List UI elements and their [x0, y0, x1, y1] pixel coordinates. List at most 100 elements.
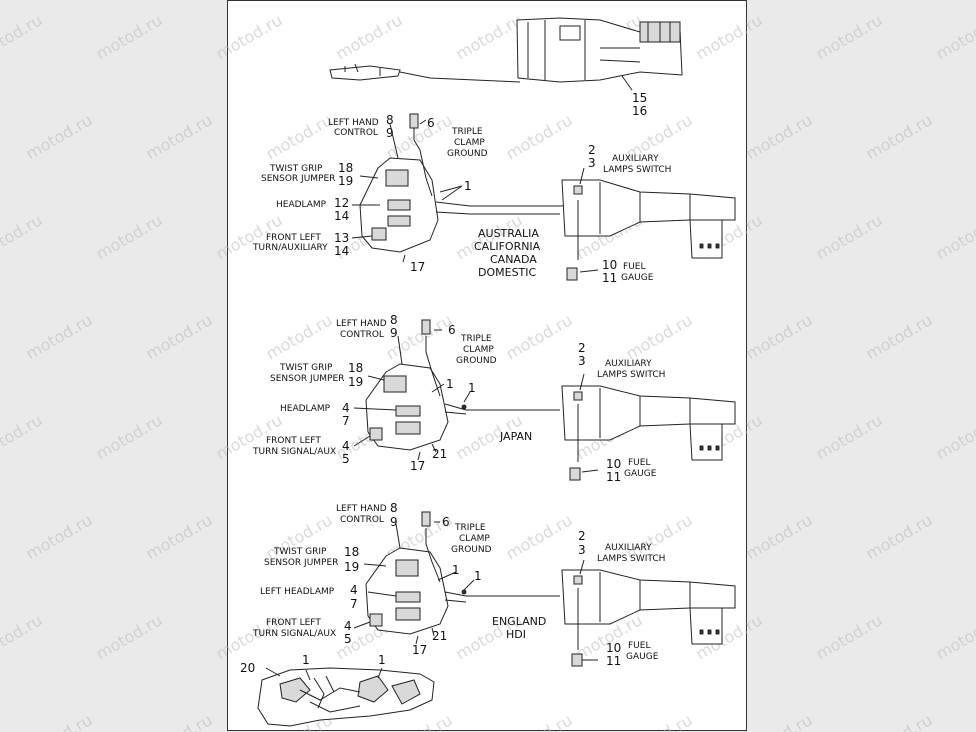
watermark-text: motod.ru — [503, 110, 576, 163]
callout-14a: 14 — [334, 209, 349, 223]
callout-6: 6 — [448, 323, 456, 337]
lhc-label-line2: CONTROL — [334, 128, 378, 138]
watermark-text: motod.ru — [933, 10, 976, 63]
fuel-label-line1: FUEL — [628, 641, 650, 651]
watermark-text: motod.ru — [693, 10, 766, 63]
headlamp-label: LEFT HEADLAMP — [260, 587, 335, 597]
callout-7: 7 — [342, 414, 350, 428]
headlamp-label: HEADLAMP — [276, 200, 327, 210]
callout-19: 19 — [344, 560, 359, 574]
callout-1b: 1 — [378, 653, 386, 667]
callout-15: 15 — [632, 91, 647, 105]
fuel-label-line2: GAUGE — [626, 652, 659, 662]
callout-3: 3 — [588, 156, 596, 170]
callout-4a: 4 — [342, 401, 350, 415]
aux-label-line2: LAMPS SWITCH — [603, 165, 671, 175]
callout-2: 2 — [578, 529, 586, 543]
watermark-layer: motod.ru motod.ru motod.ru motod.ru motod.ru… — [0, 10, 976, 732]
watermark-text: motod.ru — [143, 310, 216, 363]
watermark-text: motod.ru — [623, 710, 696, 732]
watermark-text: motod.ru — [933, 410, 976, 463]
twist-label-line2: SENSOR JUMPER — [261, 174, 335, 184]
lhc-label-line1: LEFT HAND — [336, 504, 387, 514]
callout-11: 11 — [602, 271, 617, 285]
twist-label-line2: SENSOR JUMPER — [264, 558, 338, 568]
panel-australia-california-canada-domestic: LEFT HAND CONTROL 8 9 6 TRIPLE CLAMP GRO… — [252, 113, 736, 285]
twist-label-line2: SENSOR JUMPER — [270, 374, 344, 384]
front-label-line2: TURN SIGNAL/AUX — [252, 629, 336, 639]
region-line1: JAPAN — [499, 430, 532, 443]
triple-label-line3: GROUND — [456, 356, 497, 366]
callout-5: 5 — [344, 632, 352, 646]
region-line2: CALIFORNIA — [474, 240, 541, 253]
callout-3: 3 — [578, 354, 586, 368]
region-line1: AUSTRALIA — [478, 227, 539, 240]
region-line2: HDI — [506, 628, 526, 641]
callout-4a: 4 — [350, 583, 358, 597]
watermark-text: motod.ru — [0, 10, 46, 63]
callout-9: 9 — [386, 126, 394, 140]
callout-1b: 1 — [474, 569, 482, 583]
watermark-text: motod.ru — [813, 210, 886, 263]
region-line1: ENGLAND — [492, 615, 546, 628]
callout-1a: 1 — [452, 563, 460, 577]
watermark-text: motod.ru — [23, 310, 96, 363]
lhc-label-line1: LEFT HAND — [328, 118, 379, 128]
watermark-text: motod.ru — [743, 110, 816, 163]
watermark-text: motod.ru — [933, 210, 976, 263]
front-label-line1: FRONT LEFT — [266, 618, 321, 628]
triple-label-line2: CLAMP — [459, 534, 490, 544]
lhc-label-line2: CONTROL — [340, 515, 384, 525]
watermark-text: motod.ru — [743, 310, 816, 363]
watermark-text: motod.ru — [813, 610, 886, 663]
callout-20: 20 — [240, 661, 255, 675]
aux-label-line1: AUXILIARY — [605, 543, 652, 553]
watermark-text: motod.ru — [933, 610, 976, 663]
front-label-line2: TURN/AUXILIARY — [252, 243, 328, 253]
triple-label-line3: GROUND — [447, 149, 488, 159]
watermark-text: motod.ru — [263, 110, 336, 163]
watermark-text: motod.ru — [0, 210, 46, 263]
watermark-text: motod.ru — [863, 310, 936, 363]
watermark-text: motod.ru — [93, 10, 166, 63]
headlamp-label: HEADLAMP — [280, 404, 331, 414]
aux-label-line1: AUXILIARY — [612, 154, 659, 164]
watermark-text: motod.ru — [333, 10, 406, 63]
lhc-label-line2: CONTROL — [340, 330, 384, 340]
watermark-text: motod.ru — [143, 110, 216, 163]
callout-9: 9 — [390, 515, 398, 529]
callout-17: 17 — [412, 643, 427, 657]
callout-4b: 4 — [342, 439, 350, 453]
top-harness-assembly: 15 16 — [329, 17, 683, 118]
watermark-text: motod.ru — [503, 710, 576, 732]
front-label-line2: TURN SIGNAL/AUX — [252, 447, 336, 457]
callout-10: 10 — [602, 258, 617, 272]
callout-14b: 14 — [334, 244, 349, 258]
watermark-text: motod.ru — [863, 110, 936, 163]
callout-1a: 1 — [302, 653, 310, 667]
lhc-label-line1: LEFT HAND — [336, 319, 387, 329]
callout-11: 11 — [606, 654, 621, 668]
triple-label-line1: TRIPLE — [451, 127, 483, 137]
watermark-text: motod.ru — [93, 210, 166, 263]
watermark-text: motod.ru — [143, 710, 216, 732]
triple-label-line1: TRIPLE — [460, 334, 492, 344]
twist-label-line1: TWIST GRIP — [269, 164, 323, 174]
watermark-text: motod.ru — [503, 510, 576, 563]
fuel-label-line1: FUEL — [628, 458, 650, 468]
watermark-text: motod.ru — [0, 610, 46, 663]
fuel-label-line2: GAUGE — [621, 273, 654, 283]
region-line4: DOMESTIC — [478, 266, 537, 279]
panel-japan: LEFT HAND CONTROL 8 9 6 TRIPLE CLAMP GRO… — [252, 313, 736, 484]
watermark-text: motod.ru — [503, 310, 576, 363]
aux-label-line2: LAMPS SWITCH — [597, 370, 665, 380]
callout-21: 21 — [432, 447, 447, 461]
watermark-text: motod.ru — [453, 10, 526, 63]
callout-1a: 1 — [446, 377, 454, 391]
fuel-label-line2: GAUGE — [624, 469, 657, 479]
watermark-text: motod.ru — [23, 710, 96, 732]
watermark-text: motod.ru — [93, 610, 166, 663]
callout-1b: 1 — [468, 381, 476, 395]
watermark-text: motod.ru — [23, 110, 96, 163]
